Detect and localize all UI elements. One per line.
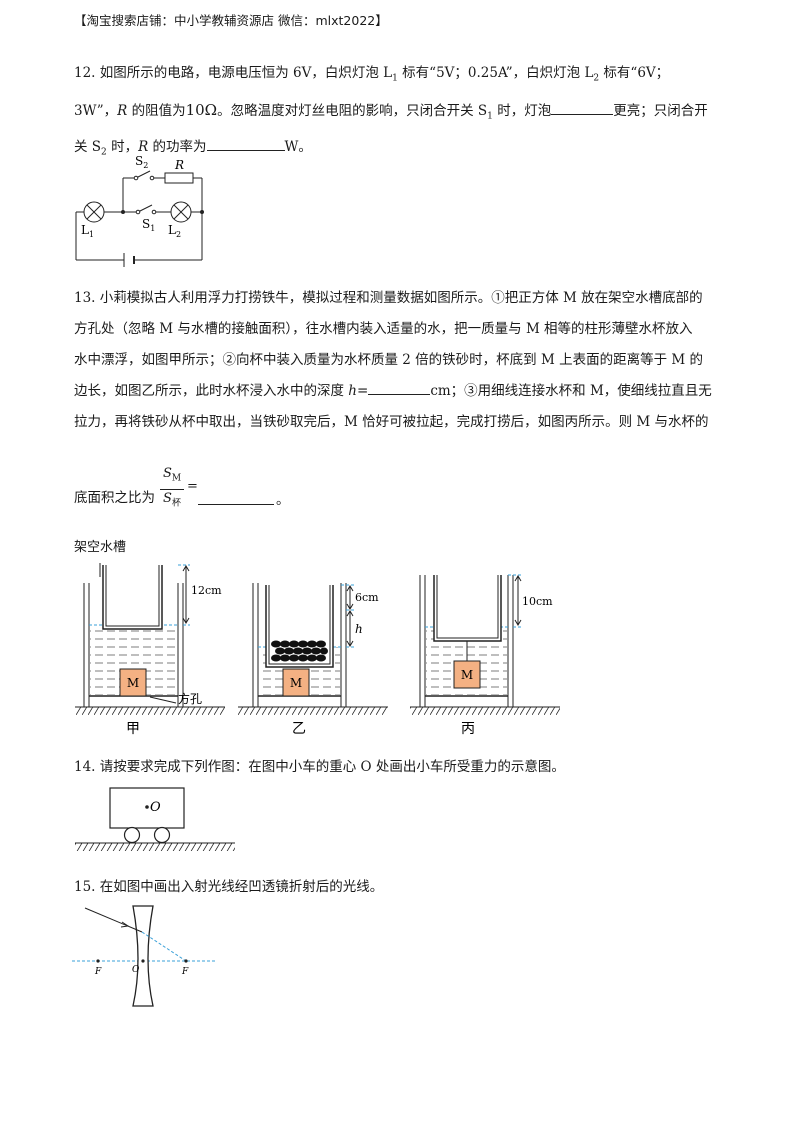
figure-label-yi: 乙	[292, 721, 306, 737]
q13-answer-blank-1[interactable]	[368, 380, 431, 395]
fraction-bar	[160, 489, 184, 490]
figure-bing: M 10cm 丙	[410, 574, 560, 737]
q13-period: 。	[276, 492, 290, 508]
q12-line-1: 12. 如图所示的电路，电源电压恒为 6V，白炽灯泡 L1 标有“5V；0.25…	[74, 65, 670, 84]
question-14: 14. 请按要求完成下列作图：在图中小车的重心 O 处画出小车所受重力的示意图。	[74, 759, 565, 775]
tank-figures: M 12cm 方孔 甲	[75, 563, 560, 737]
circuit-diagram: S2 R S1 L1 L2	[75, 154, 204, 267]
q13-line-5: 拉力，再将铁砂从杯中取出，当铁砂取完后，M 恰好可被拉起，完成打捞后，如图丙所示…	[74, 414, 709, 430]
dim-12cm: 12cm	[191, 584, 222, 597]
s1-label: S1	[142, 217, 155, 233]
q13-line-6: 底面积之比为	[74, 490, 155, 506]
fraction-denominator: S杯	[163, 491, 181, 509]
figure-yi: M 6cm h 乙	[238, 583, 388, 737]
page-header: 【淘宝搜索店铺：中小学教辅资源店 微信：mlxt2022】	[74, 13, 388, 28]
question-13: 13. 小莉模拟古人利用浮力打捞铁牛，模拟过程和测量数据如图所示。①把正方体 M…	[74, 283, 734, 438]
ray-extension	[141, 931, 187, 962]
q13-answer-blank-2[interactable]	[198, 490, 274, 505]
q13-line-2: 方孔处（忽略 M 与水槽的接触面积），往水槽内装入适量的水，把一质量与 M 相等…	[74, 321, 693, 337]
question-12: 12. 如图所示的电路，电源电压恒为 6V，白炽灯泡 L1 标有“5V；0.25…	[74, 58, 734, 169]
incident-ray	[84, 907, 143, 933]
question-15: 15. 在如图中画出入射光线经凹透镜折射后的光线。	[74, 879, 384, 895]
fraction-numerator: SM	[162, 466, 182, 484]
tank-figure-title: 架空水槽	[74, 540, 127, 555]
center-of-gravity-label: O	[150, 800, 161, 815]
cart-wheel-left	[123, 826, 141, 844]
dim-6cm: 6cm	[355, 591, 379, 604]
q13-line-1: 13. 小莉模拟古人利用浮力打捞铁牛，模拟过程和测量数据如图所示。①把正方体 M…	[74, 290, 703, 306]
focal-point-right: F	[181, 967, 189, 977]
resistor-label: R	[174, 158, 184, 172]
q12-line-2: 3W”，R 的阻值为10Ω。忽略温度对灯丝电阻的影响，只闭合开关 S1 时，灯泡…	[74, 100, 708, 122]
concave-lens	[132, 905, 154, 1007]
q12-answer-blank-2[interactable]	[206, 136, 285, 152]
iron-sand	[271, 640, 328, 662]
square-hole-label: 方孔	[178, 691, 202, 706]
figure-label-bing: 丙	[461, 721, 475, 737]
figure-label-jia: 甲	[126, 721, 140, 737]
cart-diagram: O	[75, 787, 235, 851]
q13-line-3: 水中漂浮，如图甲所示；②向杯中装入质量为水杯质量 2 倍的铁砂时，杯底到 M 上…	[74, 352, 703, 368]
dim-h: h	[355, 622, 363, 636]
l2-label: L2	[168, 223, 181, 239]
cart-wheel-right	[153, 826, 171, 844]
q13-line-4: 边长，如图乙所示，此时水杯浸入水中的深度 h=cm；③用细线连接水杯和 M，使细…	[74, 376, 734, 407]
block-m-bing: M	[461, 668, 473, 682]
block-m-jia: M	[127, 676, 139, 690]
q12-answer-blank-1[interactable]	[551, 100, 614, 115]
figure-jia: M 12cm 方孔 甲	[75, 563, 225, 737]
dim-10cm: 10cm	[522, 595, 553, 608]
l1-label: L1	[81, 223, 94, 239]
focal-point-left: F	[94, 967, 102, 977]
fraction-equals: =	[187, 479, 198, 494]
concave-lens-diagram: F O F	[72, 905, 215, 1007]
center-of-gravity-dot	[145, 805, 149, 809]
s2-label: S2	[135, 154, 148, 170]
optical-center: O	[132, 965, 140, 975]
block-m-yi: M	[290, 676, 302, 690]
